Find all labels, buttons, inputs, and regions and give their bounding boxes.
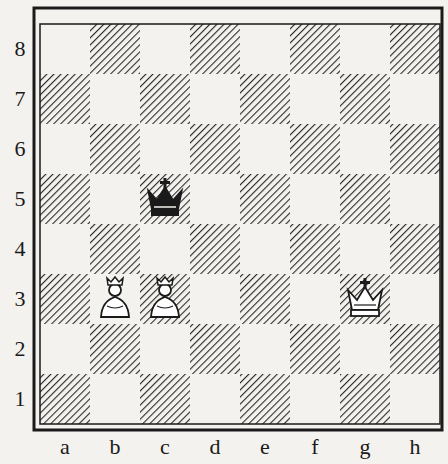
dark-square: [90, 324, 140, 374]
board-edge: [40, 24, 440, 424]
rank-label: 2: [15, 338, 26, 360]
dark-square: [240, 274, 290, 324]
file-label: c: [160, 436, 170, 458]
dark-square: [290, 224, 340, 274]
dark-square: [240, 374, 290, 424]
file-label: h: [410, 436, 421, 458]
file-label: a: [60, 436, 70, 458]
dark-square: [390, 24, 440, 74]
dark-square: [140, 174, 190, 224]
rank-label: 4: [15, 238, 26, 260]
white-queen: [101, 277, 129, 317]
rank-label: 3: [15, 288, 26, 310]
dark-square: [190, 224, 240, 274]
file-label: b: [110, 436, 121, 458]
dark-square: [240, 74, 290, 124]
file-label: e: [260, 436, 270, 458]
board-frame: [34, 8, 442, 430]
dark-square: [190, 324, 240, 374]
dark-square: [290, 324, 340, 374]
dark-square: [90, 24, 140, 74]
black-king: [148, 178, 182, 216]
dark-square: [190, 124, 240, 174]
dark-square: [390, 324, 440, 374]
dark-square: [40, 74, 90, 124]
dark-square: [40, 174, 90, 224]
dark-square: [140, 74, 190, 124]
dark-square: [290, 24, 340, 74]
dark-square: [290, 124, 340, 174]
file-label: f: [311, 436, 318, 458]
dark-square: [140, 374, 190, 424]
white-queen: [151, 277, 179, 317]
dark-square: [390, 224, 440, 274]
rank-label: 6: [15, 138, 26, 160]
dark-square: [390, 124, 440, 174]
file-label: g: [360, 436, 371, 458]
dark-square: [140, 274, 190, 324]
dark-square: [40, 274, 90, 324]
rank-label: 1: [15, 388, 26, 410]
dark-square: [340, 174, 390, 224]
dark-square: [340, 274, 390, 324]
dark-square: [340, 374, 390, 424]
dark-square: [190, 24, 240, 74]
board-squares: [40, 24, 440, 424]
dark-square: [90, 124, 140, 174]
rank-label: 7: [15, 88, 26, 110]
dark-square: [40, 374, 90, 424]
rank-label: 8: [15, 38, 26, 60]
dark-square: [90, 224, 140, 274]
file-label: d: [210, 436, 221, 458]
dark-square: [240, 174, 290, 224]
rank-label: 5: [15, 188, 26, 210]
dark-square: [340, 74, 390, 124]
white-king: [348, 278, 382, 316]
